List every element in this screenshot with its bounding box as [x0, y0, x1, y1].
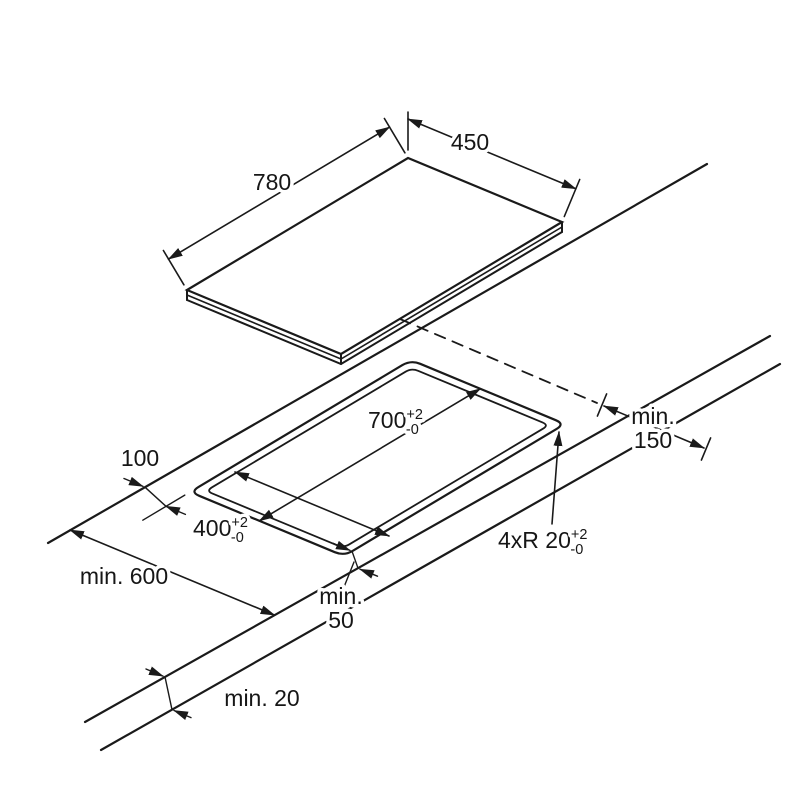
dim-front-clearance: min. 50 — [316, 540, 379, 637]
dim-arrow — [165, 505, 187, 516]
dim-arrow — [359, 568, 379, 579]
dim-hob-depth: 450 — [407, 111, 581, 218]
dim-extension-line — [383, 117, 406, 154]
cutout-outer-outline — [193, 361, 562, 555]
worktop-front-edge-outer-line — [83, 334, 772, 724]
dim-line — [407, 118, 577, 190]
dim-line — [234, 471, 390, 537]
dim-gap-line — [164, 676, 173, 711]
dim-arrow — [123, 476, 144, 488]
side-clearance-label-line1: min. — [631, 403, 674, 429]
dim-arrow — [145, 666, 164, 677]
hob-depth-label: 450 — [451, 129, 489, 155]
dim-gap-line — [144, 486, 167, 507]
cutout-length-label: 700+2-0 — [368, 407, 423, 438]
hob — [184, 156, 565, 366]
drawing-root: 780 450 700+2-0 400+2-0 4xR 20+2-0 — [46, 111, 782, 752]
front-edge-gap-label: min. 20 — [224, 685, 299, 711]
cutout-opening — [193, 361, 562, 555]
dim-corner-radius: 4xR 20+2-0 — [495, 431, 591, 562]
corner-radius-label: 4xR 20+2-0 — [498, 527, 587, 558]
dim-extension-line — [341, 561, 355, 593]
hob-thickness-mid-line — [186, 226, 563, 360]
dim-hob-width: 780 — [162, 117, 406, 286]
dim-line — [603, 405, 705, 449]
dim-front-edge: min. 20 — [145, 666, 303, 721]
dim-extension-line — [563, 178, 581, 218]
dim-extension-tick — [700, 437, 712, 461]
cutout-inner-outline — [208, 368, 547, 548]
rear-clearance-label: 100 — [121, 445, 159, 471]
dim-gap-line — [351, 550, 359, 569]
worktop-rear-edge-line — [46, 162, 709, 545]
dim-arrow — [173, 709, 192, 721]
dim-cutout-length: 700+2-0 — [258, 387, 482, 522]
leader-line — [551, 431, 563, 525]
dim-extension-tick — [596, 393, 608, 417]
front-clearance-label-line1: min. — [319, 583, 362, 609]
dim-arrow — [332, 540, 351, 552]
cutout-width-label: 400+2-0 — [193, 515, 248, 546]
worktop-depth-label: min. 600 — [80, 563, 168, 589]
projection-dashed-line — [399, 318, 598, 404]
dim-rear-clearance: 100 — [117, 442, 187, 521]
dim-extension-line — [162, 249, 185, 286]
hob-thickness-bottom-line — [186, 231, 563, 366]
side-clearance-label-line2: 150 — [634, 427, 672, 453]
dim-extension-line — [142, 494, 186, 521]
dim-line — [69, 529, 276, 616]
hob-width-label: 780 — [253, 169, 291, 195]
front-clearance-label-line2: 50 — [328, 607, 354, 633]
worktop-front-edge-inner-line — [99, 362, 782, 752]
dim-side-clearance: min. 150 — [399, 318, 712, 461]
hob-top-face — [184, 156, 565, 356]
dim-line — [167, 126, 391, 260]
dim-worktop-depth: min. 600 — [69, 529, 276, 616]
